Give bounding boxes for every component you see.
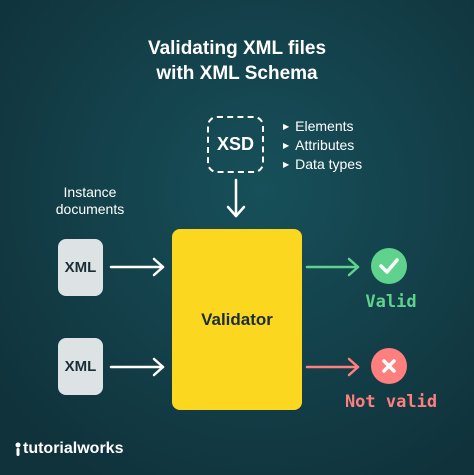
schema-content-label: Elements	[295, 118, 354, 134]
arrow-validator-to-valid	[305, 257, 360, 277]
instance-documents-label: Instance documents	[40, 184, 140, 218]
title-line-1: Validating XML files	[147, 38, 327, 59]
bullet-triangle-icon: ▶	[283, 141, 290, 150]
diagram-title: Validating XML files with XML Schema	[0, 36, 474, 86]
bullet-triangle-icon: ▶	[283, 122, 290, 131]
schema-content-label: Data types	[295, 156, 363, 172]
brand-mark-icon	[15, 442, 21, 456]
schema-content-item: ▶ Attributes	[283, 136, 362, 155]
xml-label: XML	[64, 259, 97, 276]
xsd-schema-box: XSD	[207, 116, 264, 173]
brand-name: tutorialworks	[23, 440, 124, 457]
validator-label: Validator	[201, 309, 273, 329]
xsd-label: XSD	[216, 134, 254, 154]
schema-content-item: ▶ Elements	[283, 117, 362, 136]
arrow-xsd-to-validator	[226, 178, 246, 218]
instance-label-line-1: Instance	[63, 184, 117, 200]
arrow-xml1-to-validator	[109, 257, 165, 277]
xml-label: XML	[64, 358, 97, 375]
check-icon	[371, 248, 407, 284]
schema-contents-list: ▶ Elements ▶ Attributes ▶ Data types	[283, 117, 362, 174]
cross-icon	[371, 348, 407, 384]
xml-document-box: XML	[58, 338, 103, 395]
arrow-xml2-to-validator	[109, 357, 165, 377]
invalid-result-label: Not valid	[344, 392, 438, 412]
xml-document-box: XML	[58, 239, 103, 296]
title-line-2: with XML Schema	[156, 63, 318, 84]
schema-content-label: Attributes	[295, 137, 355, 153]
arrow-validator-to-invalid	[305, 357, 360, 377]
valid-result-label: Valid	[365, 292, 417, 312]
validator-box: Validator	[172, 229, 302, 410]
brand-logo: tutorialworks	[14, 440, 123, 458]
schema-content-item: ▶ Data types	[283, 155, 362, 174]
bullet-triangle-icon: ▶	[283, 160, 290, 169]
instance-label-line-2: documents	[55, 201, 125, 217]
